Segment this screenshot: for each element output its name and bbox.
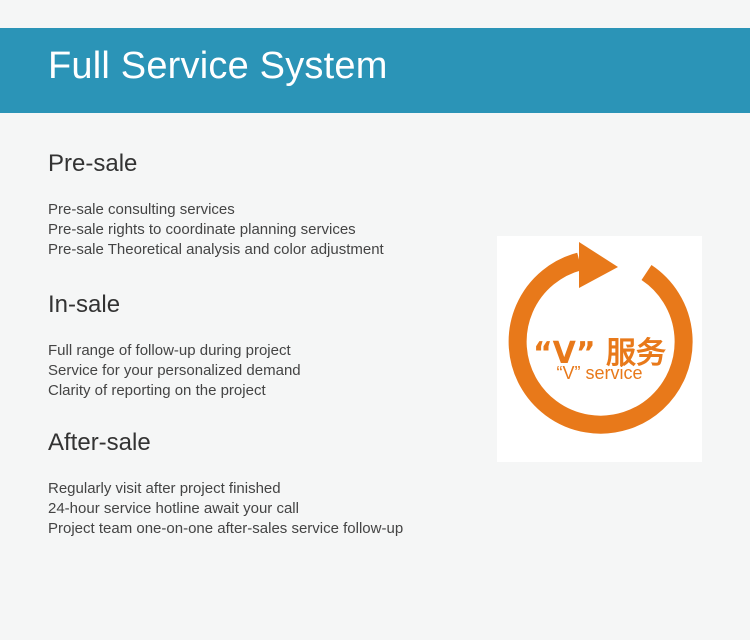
list-item: Full range of follow-up during project [48,342,291,359]
logo-chinese-text: “V” 服务 [532,336,667,371]
section-pre-sale: Pre-sale Pre-sale consulting services Pr… [48,150,384,258]
list-item: Clarity of reporting on the project [48,382,266,399]
section-after-sale: After-sale Regularly visit after project… [48,429,403,537]
list-item: Pre-sale Theoretical analysis and color … [48,241,384,258]
list-item: Pre-sale rights to coordinate planning s… [48,221,356,238]
list-item: Service for your personalized demand [48,362,301,379]
section-in-sale: In-sale Full range of follow-up during p… [48,291,301,399]
service-list: Regularly visit after project finished 2… [48,479,403,539]
logo-english-text: “V” service [556,363,643,383]
circular-arrow-icon [508,242,693,434]
section-heading: Pre-sale [48,150,138,177]
v-service-logo: “V” 服务 “V” service [497,236,702,462]
list-item: 24-hour service hotline await your call [48,500,299,517]
service-list: Pre-sale consulting services Pre-sale ri… [48,200,384,260]
section-heading: After-sale [48,429,151,456]
section-heading: In-sale [48,291,121,318]
list-item: Regularly visit after project finished [48,480,281,497]
list-item: Project team one-on-one after-sales serv… [48,520,404,537]
list-item: Pre-sale consulting services [48,201,235,218]
header-banner: Full Service System [0,28,750,113]
page-title: Full Service System [48,45,388,87]
service-list: Full range of follow-up during project S… [48,341,301,401]
